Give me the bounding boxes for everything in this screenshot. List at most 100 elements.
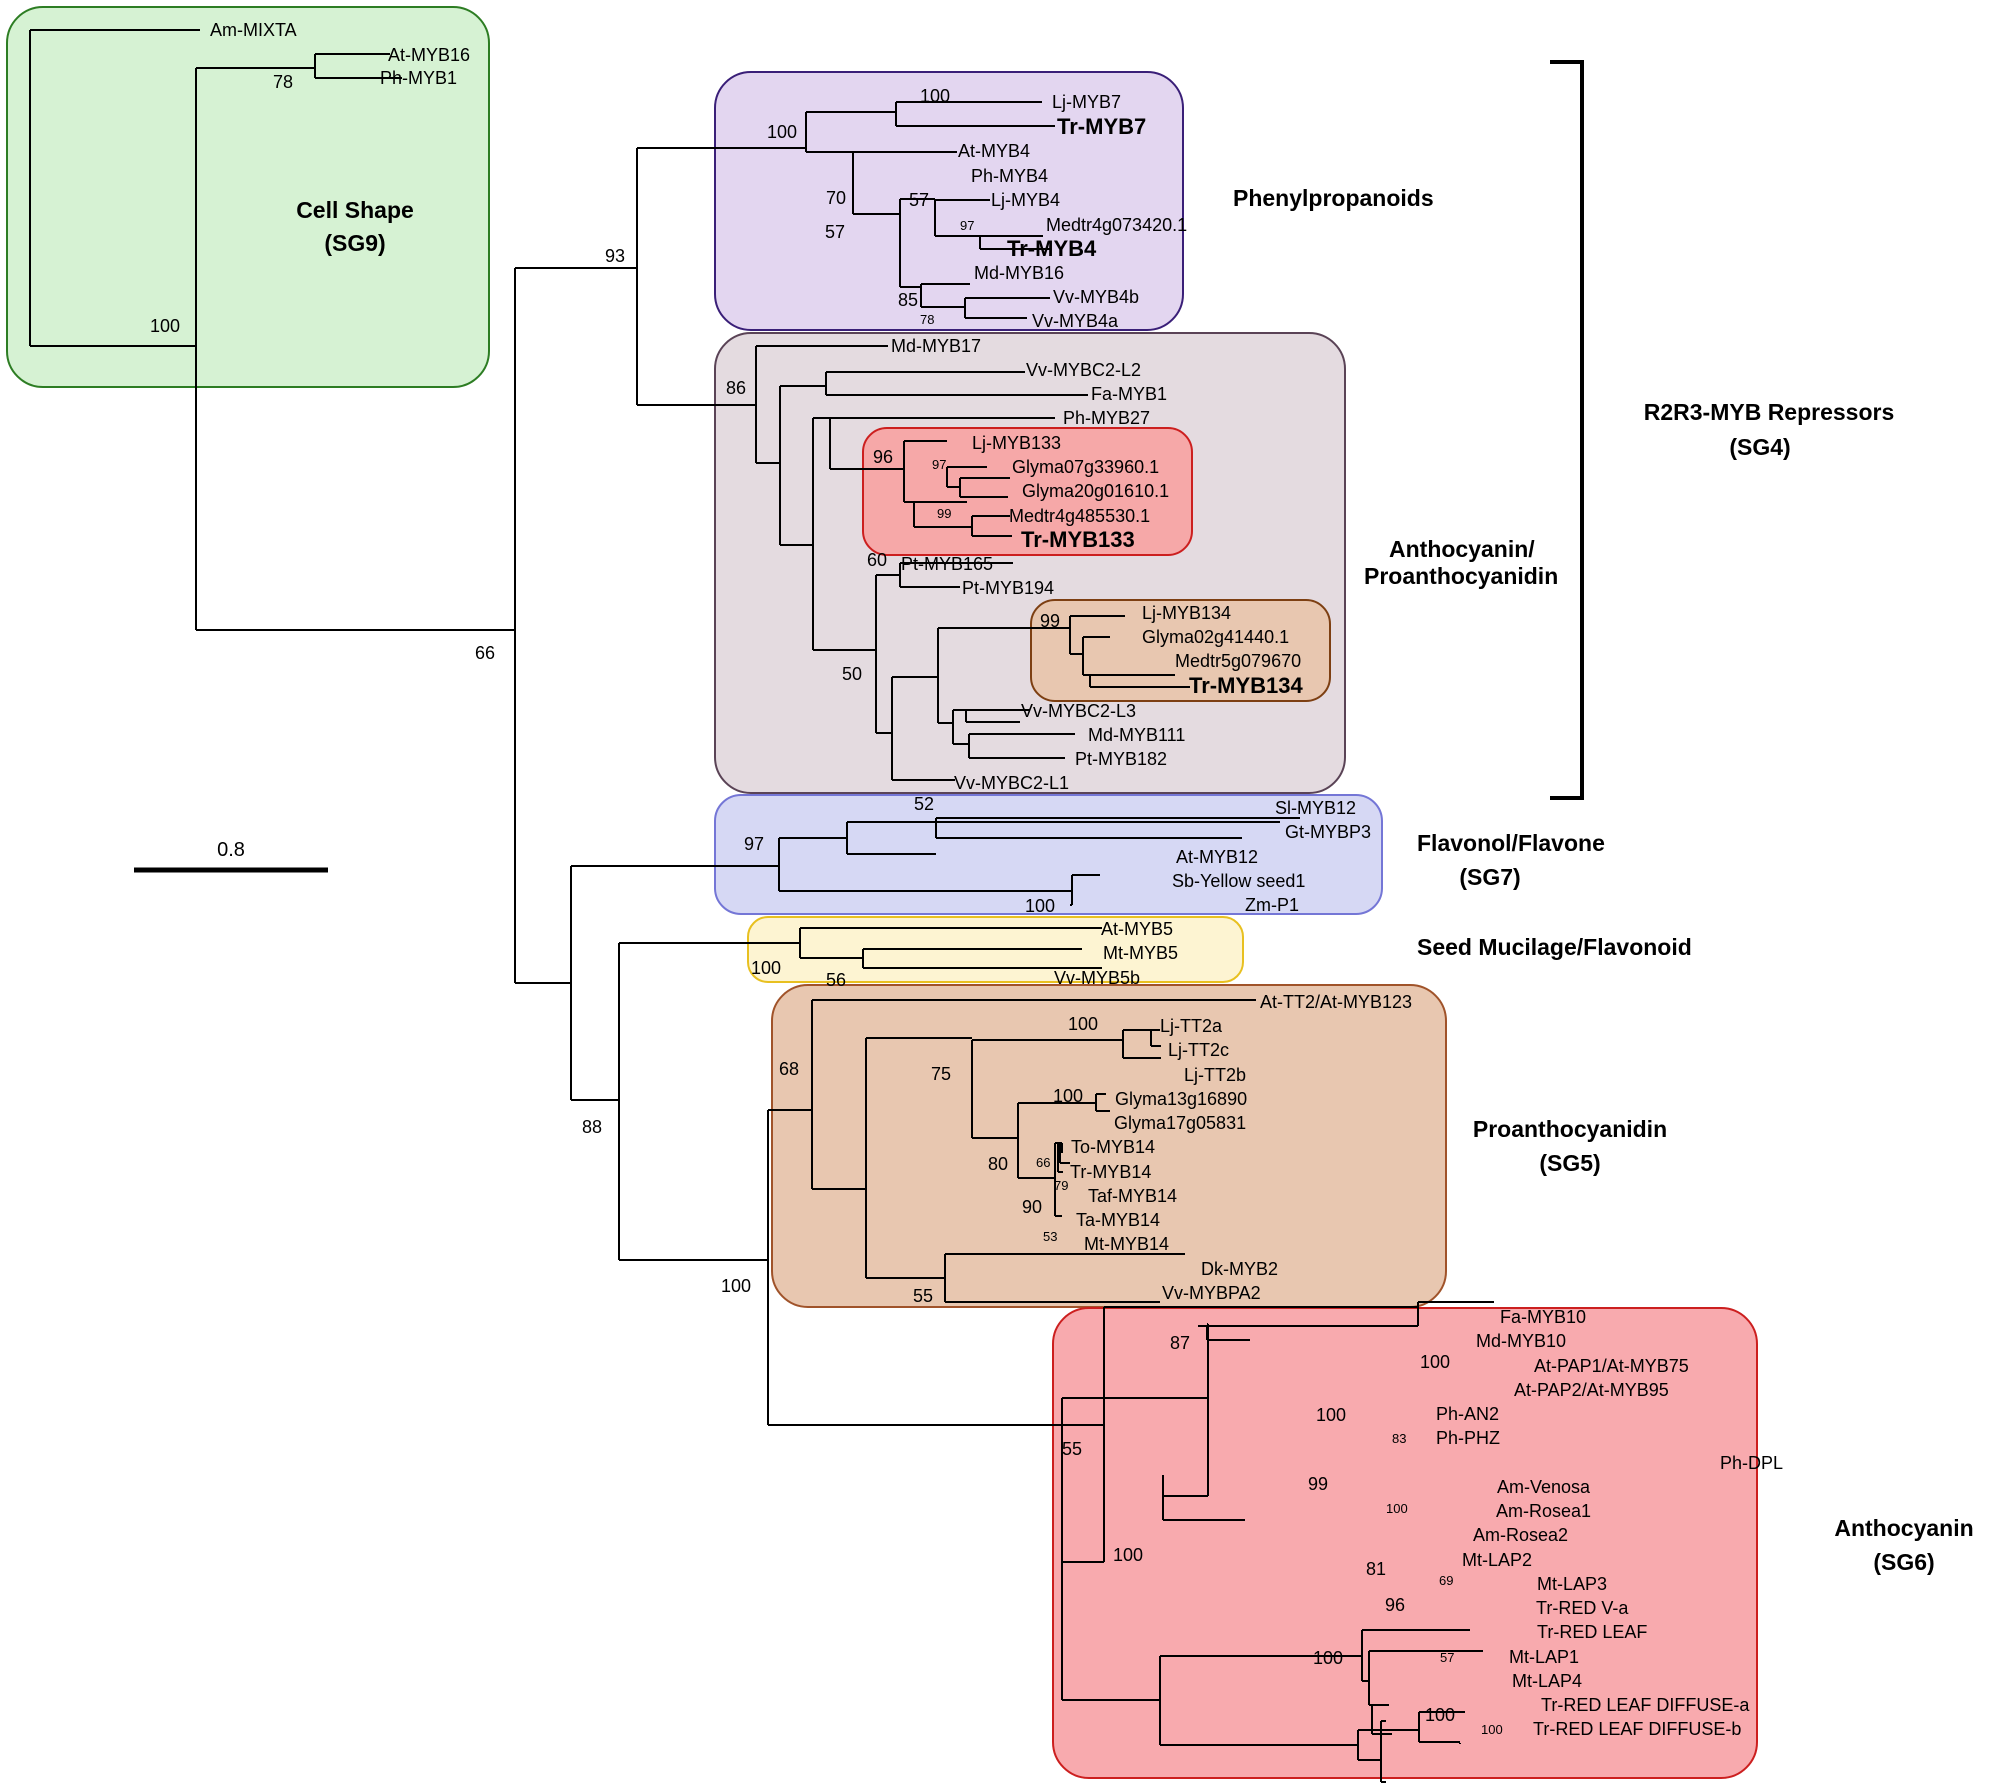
bootstrap-value: 100 [721,1276,751,1296]
leaf-label: Mt-LAP2 [1462,1550,1532,1570]
bootstrap-value: 96 [873,447,893,467]
leaf-label: Am-MIXTA [210,20,297,40]
leaf-label: Md-MYB10 [1476,1331,1566,1351]
bootstrap-value: 70 [826,188,846,208]
bootstrap-value: 100 [1425,1705,1455,1725]
bracket-label: R2R3-MYB Repressors [1644,399,1895,425]
bootstrap-value: 79 [1054,1178,1068,1193]
leaf-label: Glyma13g16890 [1115,1089,1247,1109]
leaf-label: At-MYB16 [388,45,470,65]
bootstrap-value: 60 [867,550,887,570]
leaf-label: At-PAP1/At-MYB75 [1534,1356,1689,1376]
bootstrap-value: 99 [1040,611,1060,631]
leaf-label: Md-MYB16 [974,263,1064,283]
leaf-label: Ta-MYB14 [1076,1210,1160,1230]
leaf-labels: Am-MIXTA At-MYB16 Ph-MYB1 Lj-MYB7 Tr-MYB… [210,20,1783,1739]
bootstrap-values: 78 100 100 100 70 57 57 97 85 78 93 86 9… [150,72,1503,1737]
leaf-label: Am-Rosea1 [1496,1501,1591,1521]
leaf-label: Lj-MYB4 [991,190,1060,210]
leaf-label: Ph-AN2 [1436,1404,1499,1424]
bootstrap-value: 53 [1043,1229,1057,1244]
group-label-phenylpropanoids: Phenylpropanoids [1233,185,1434,211]
leaf-label: Am-Rosea2 [1473,1525,1568,1545]
group-label-anthocyanin-proanthocyanidin: Anthocyanin/ [1389,536,1535,562]
leaf-label: Pt-MYB182 [1075,749,1167,769]
bootstrap-value: 57 [909,190,929,210]
leaf-label: Sl-MYB12 [1275,798,1356,818]
leaf-label-highlight: Tr-MYB134 [1189,673,1303,698]
bootstrap-value: 100 [920,86,950,106]
bootstrap-value: 99 [1308,1474,1328,1494]
leaf-label: Tr-MYB14 [1070,1162,1151,1182]
leaf-label-highlight: Tr-MYB4 [1007,236,1097,261]
leaf-label: Ph-MYB1 [380,68,457,88]
leaf-label: Gt-MYBP3 [1285,822,1371,842]
leaf-label: Vv-MYBC2-L3 [1021,701,1136,721]
leaf-label: Vv-MYBPA2 [1162,1283,1261,1303]
bootstrap-value: 57 [825,222,845,242]
group-label-anthocyanin-code: (SG6) [1873,1549,1934,1575]
group-box-flavonol-flavone [714,794,1383,915]
leaf-label: To-MYB14 [1071,1137,1155,1157]
leaf-label: Taf-MYB14 [1088,1186,1177,1206]
group-box-cell-shape [6,6,490,388]
leaf-label: At-MYB12 [1176,847,1258,867]
bootstrap-value: 100 [1113,1545,1143,1565]
bootstrap-value: 69 [1439,1573,1453,1588]
leaf-label: Medtr4g485530.1 [1009,506,1150,526]
leaf-label: Ph-MYB4 [971,166,1048,186]
leaf-label: Lj-TT2a [1160,1016,1223,1036]
bootstrap-value: 100 [767,122,797,142]
leaf-label: Mt-MYB14 [1084,1234,1169,1254]
bootstrap-value: 100 [1068,1014,1098,1034]
leaf-label: At-MYB5 [1101,919,1173,939]
group-label-cell-shape: Cell Shape [296,197,414,223]
bootstrap-value: 97 [960,218,974,233]
leaf-label: Vv-MYB4b [1053,287,1139,307]
leaf-label: Zm-P1 [1245,895,1299,915]
bootstrap-value: 50 [842,664,862,684]
bootstrap-value: 81 [1366,1559,1386,1579]
leaf-label-highlight: Tr-MYB133 [1021,527,1135,552]
clade-boxes [6,6,1758,1779]
bootstrap-value: 97 [744,834,764,854]
leaf-label: Md-MYB111 [1088,725,1185,745]
leaf-label: Lj-TT2b [1184,1065,1246,1085]
leaf-label: Pt-MYB165 [901,554,993,574]
leaf-label: Glyma20g01610.1 [1022,481,1169,501]
leaf-label: At-PAP2/At-MYB95 [1514,1380,1669,1400]
group-label-anthocyanin: Anthocyanin [1834,1515,1973,1541]
leaf-label: Lj-MYB133 [972,433,1061,453]
leaf-label: Ph-PHZ [1436,1428,1500,1448]
leaf-label: Fa-MYB10 [1500,1307,1586,1327]
bootstrap-value: 100 [1386,1501,1408,1516]
group-box-anthocyanin-proanthocyanidin [714,332,1346,794]
bootstrap-value: 75 [931,1064,951,1084]
leaf-label: Vv-MYBC2-L2 [1026,360,1141,380]
leaf-label: Vv-MYBC2-L1 [954,773,1069,793]
bootstrap-value: 90 [1022,1197,1042,1217]
bootstrap-value: 80 [988,1154,1008,1174]
group-box-myb133-subclade [862,427,1193,556]
bootstrap-value: 83 [1392,1431,1406,1446]
scale-bar: 0.8 [134,839,328,873]
leaf-label: Vv-MYB4a [1032,311,1119,331]
leaf-label: Pt-MYB194 [962,578,1054,598]
bootstrap-value: 93 [605,246,625,266]
leaf-label: At-MYB4 [958,141,1030,161]
leaf-label: Tr-RED LEAF [1537,1622,1647,1642]
bootstrap-value: 100 [1481,1722,1503,1737]
bootstrap-value: 100 [751,958,781,978]
group-label-flavonol-flavone: Flavonol/Flavone [1417,830,1605,856]
group-label-flavonol-flavone-code: (SG7) [1459,864,1520,890]
bracket-line [1550,60,1584,800]
bootstrap-value: 97 [932,457,946,472]
tree-branches [29,29,1494,1783]
group-label-cell-shape-code: (SG9) [324,230,385,256]
leaf-label: Ph-DPL [1720,1453,1783,1473]
group-label-proanthocyanidin-code: (SG5) [1539,1150,1600,1176]
leaf-label: Mt-LAP1 [1509,1647,1579,1667]
leaf-label: Tr-RED LEAF DIFFUSE-a [1541,1695,1750,1715]
bootstrap-value: 66 [1036,1155,1050,1170]
